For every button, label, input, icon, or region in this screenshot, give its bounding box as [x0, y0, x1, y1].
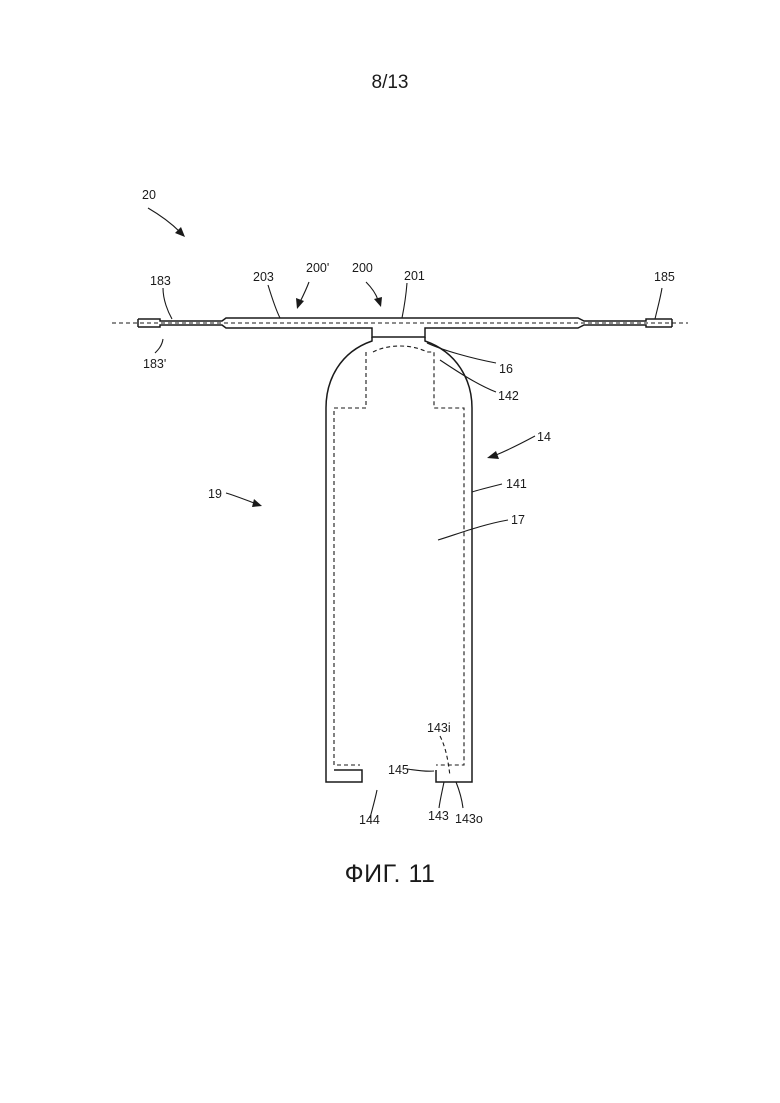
container-outer-wall — [326, 337, 472, 782]
label-19: 19 — [208, 487, 222, 501]
label-183: 183 — [150, 274, 171, 288]
label-14: 14 — [537, 430, 551, 444]
top-plate — [138, 318, 672, 337]
label-200: 200 — [352, 261, 373, 275]
label-143: 143 — [428, 809, 449, 823]
label-185: 185 — [654, 270, 675, 284]
label-203: 203 — [253, 270, 274, 284]
reference-arrows — [148, 208, 535, 507]
label-17: 17 — [511, 513, 525, 527]
label-201: 201 — [404, 269, 425, 283]
figure-caption: ФИГ. 11 — [0, 860, 780, 889]
label-183-prime: 183' — [143, 357, 166, 371]
label-144: 144 — [359, 813, 380, 827]
reference-numerals: 20 183 183' 203 200' 200 201 185 16 142 … — [142, 188, 675, 827]
container-inner-wall — [334, 346, 464, 765]
leader-lines — [155, 283, 662, 818]
label-141: 141 — [506, 477, 527, 491]
label-143o: 143o — [455, 812, 483, 826]
label-20: 20 — [142, 188, 156, 202]
label-143i: 143i — [427, 721, 451, 735]
label-145: 145 — [388, 763, 409, 777]
label-200-prime: 200' — [306, 261, 329, 275]
label-16: 16 — [499, 362, 513, 376]
label-142: 142 — [498, 389, 519, 403]
